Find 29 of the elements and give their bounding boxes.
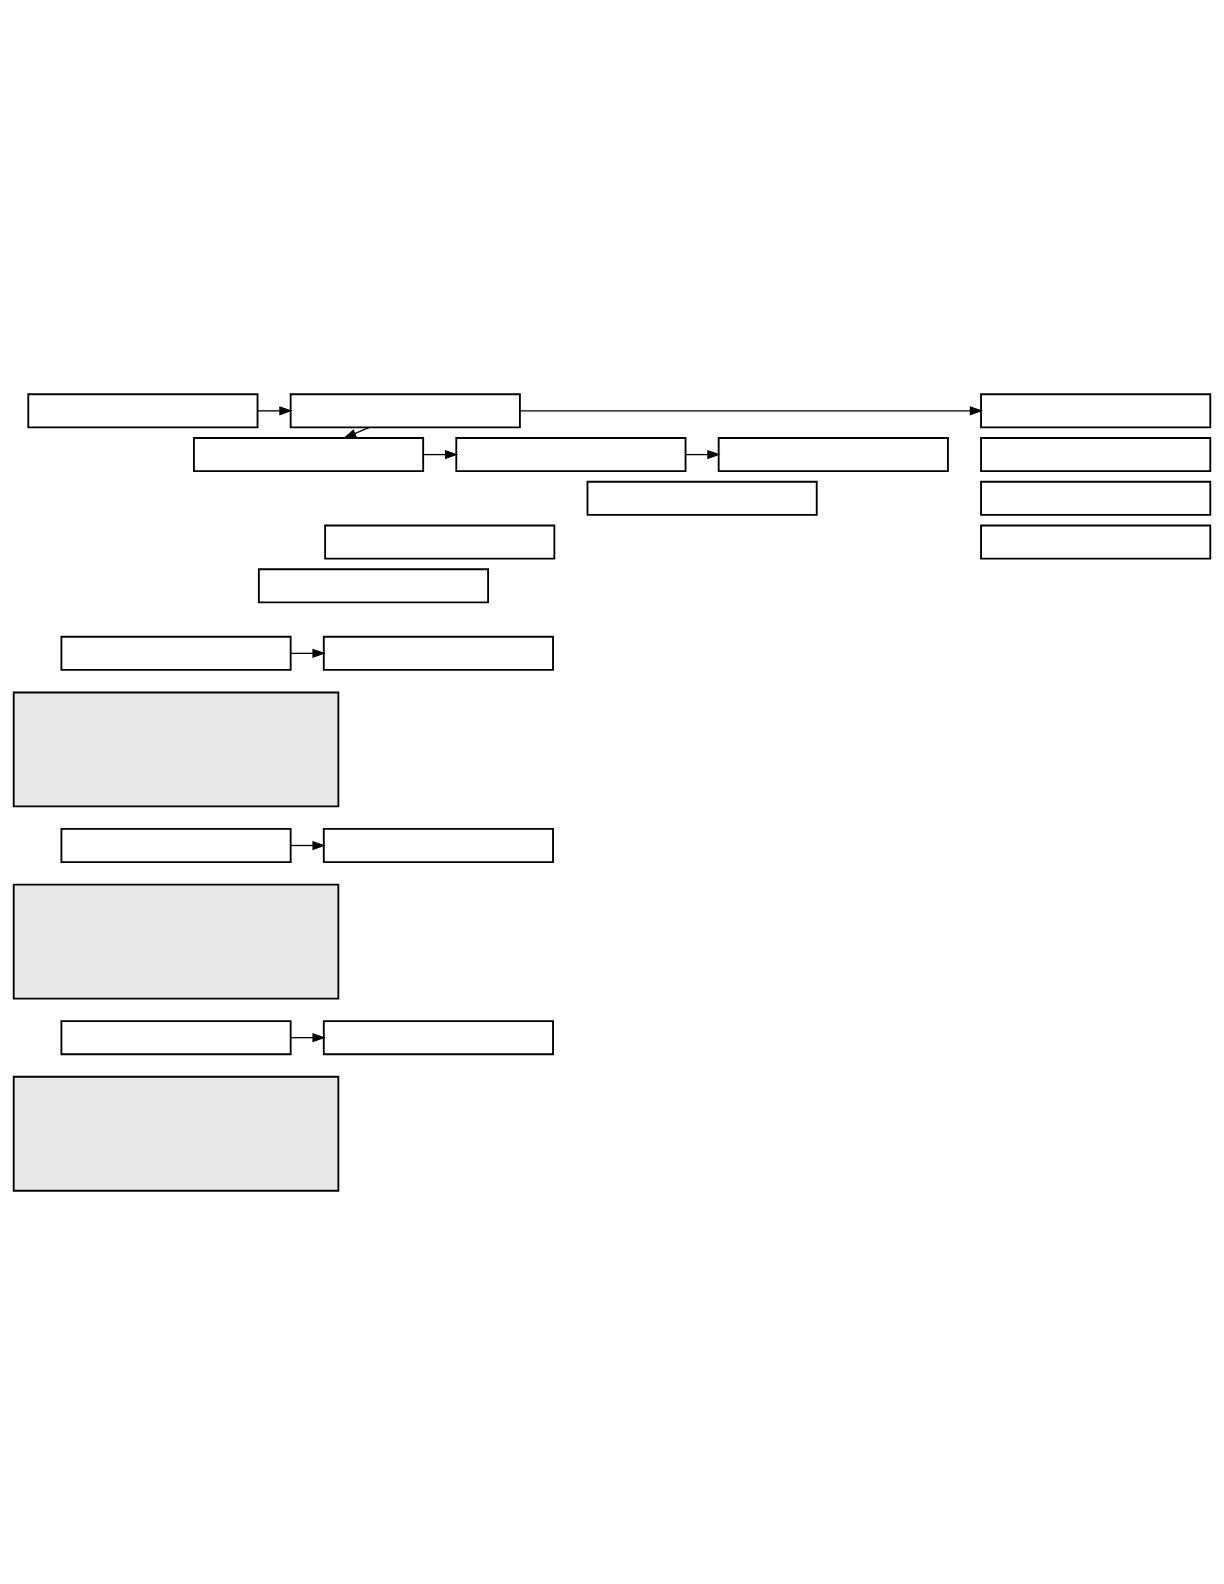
node-box (27, 392, 259, 428)
arrow (685, 449, 721, 459)
node-box (12, 883, 340, 999)
node-box (60, 827, 292, 863)
node-box (322, 1019, 554, 1055)
node-box (322, 827, 554, 863)
node-box (12, 1075, 340, 1192)
node-box (12, 691, 340, 807)
node-box (324, 524, 556, 560)
arrow (290, 840, 326, 850)
node-box (980, 436, 1212, 472)
arrow (519, 405, 984, 415)
node-box (257, 567, 490, 603)
arrow (422, 449, 459, 459)
node-box (980, 392, 1212, 428)
arrow (290, 648, 326, 658)
node-box (60, 1019, 292, 1055)
node-box (586, 480, 818, 516)
node-box (980, 480, 1212, 516)
arrow (343, 426, 370, 439)
node-box (455, 436, 687, 472)
arrow (290, 1032, 326, 1042)
node-box (289, 392, 521, 428)
node-box (193, 436, 425, 472)
node-box (60, 635, 292, 671)
node-box (322, 635, 554, 671)
node-box (717, 436, 949, 472)
node-box (980, 524, 1212, 560)
arrow (257, 405, 293, 415)
